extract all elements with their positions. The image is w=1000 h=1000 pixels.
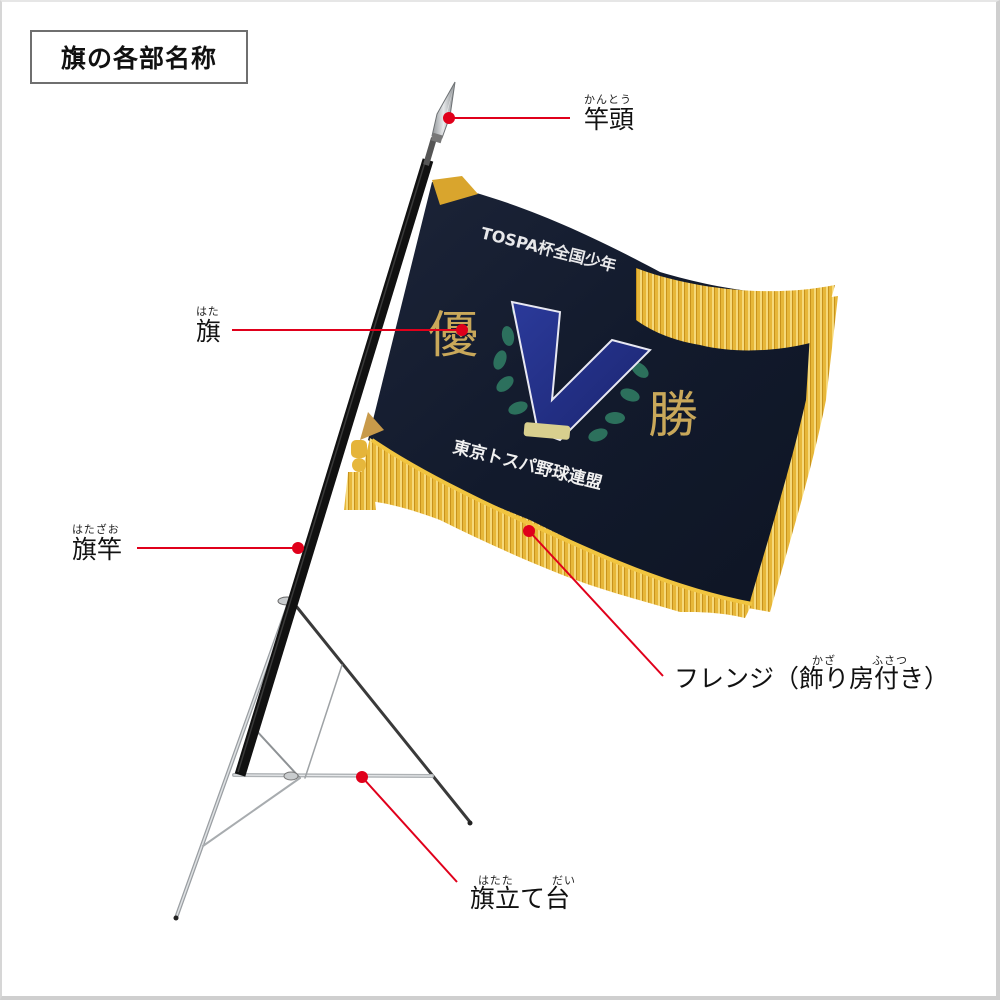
flag-stand <box>173 596 473 921</box>
label-stand: 旗立て台 <box>470 886 570 911</box>
title-box: 旗の各部名称 <box>30 30 248 84</box>
ruby-stand-dai: だい <box>552 874 576 887</box>
label-flagpole: はたざお 旗竿 <box>72 524 122 562</box>
flag-char-left: 優 <box>428 306 478 364</box>
ruby-flag: はた <box>196 305 220 318</box>
label-flag: はた 旗 <box>196 306 221 344</box>
ruby-fringe-kaza: かざ <box>812 654 836 667</box>
label-text-pole-head: 竿頭 <box>584 105 635 134</box>
callout-lines <box>137 112 664 883</box>
label-text-fringe: フレンジ（飾り房付き） <box>674 664 950 693</box>
label-fringe: フレンジ（飾り房付き） <box>674 666 949 691</box>
label-text-flag: 旗 <box>196 317 222 346</box>
ruby-stand-hatata: はたた <box>478 874 514 887</box>
label-text-stand: 旗立て台 <box>470 884 571 913</box>
ruby-pole-head: かんとう <box>584 93 632 106</box>
label-pole-head: かんとう 竿頭 <box>584 94 634 132</box>
flagpole <box>234 137 437 777</box>
label-text-flagpole: 旗竿 <box>72 535 123 564</box>
page-title: 旗の各部名称 <box>60 44 217 73</box>
tassel <box>344 440 376 510</box>
ruby-flagpole: はたざお <box>72 523 120 536</box>
pole-head <box>431 81 456 144</box>
flag-char-right: 勝 <box>648 386 698 444</box>
ruby-fringe-fusatsu: ふさつ <box>872 654 908 667</box>
